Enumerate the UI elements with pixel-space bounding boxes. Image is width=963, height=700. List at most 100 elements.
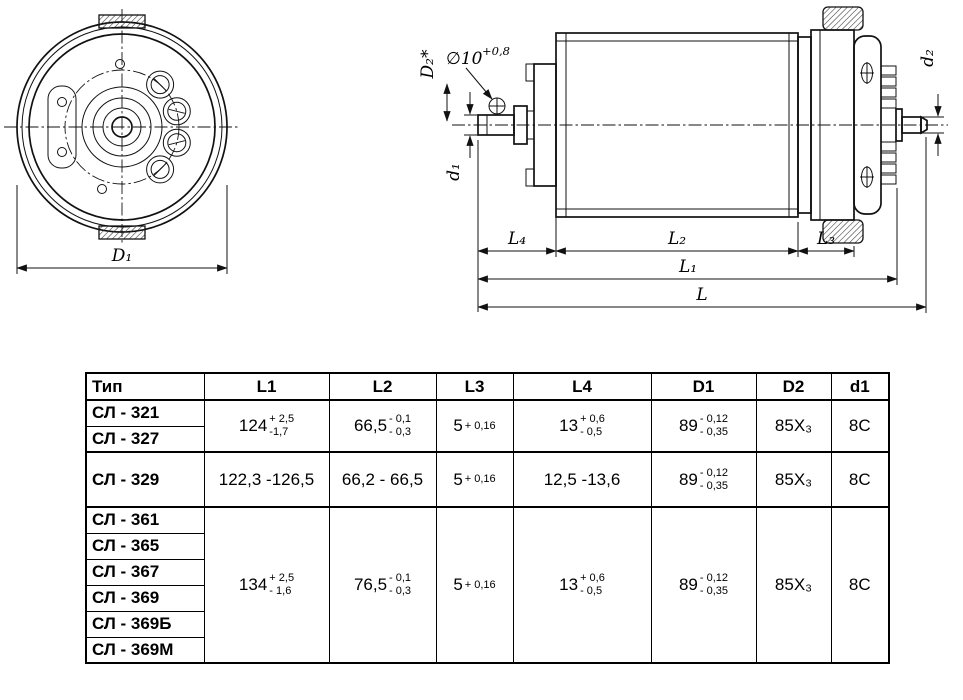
dim-d1-shaft: d₁ bbox=[444, 92, 479, 181]
value-base: 8С bbox=[848, 575, 871, 594]
terminal-comb bbox=[880, 65, 897, 185]
col-header-l4: L4 bbox=[512, 372, 652, 401]
cell-g1-l3: 5+ 0,16 bbox=[435, 451, 514, 508]
table-header-row: Тип L1 L2 L3 L4 D1 D2 d1 bbox=[85, 372, 890, 401]
cell-g0-l1: 124+ 2,5-1,7 bbox=[203, 399, 330, 453]
front-d1-label: D₁ bbox=[111, 246, 132, 266]
cell-g0-d2: 85Х₃ bbox=[755, 399, 832, 453]
value-sup: + 0,6 bbox=[580, 413, 605, 426]
cell-g2-d1: 89- 0,12- 0,35 bbox=[650, 506, 757, 664]
value-sub: - 0,5 bbox=[580, 585, 603, 597]
front-view: D₁ bbox=[4, 9, 240, 274]
value-sub: - 0,35 bbox=[699, 426, 729, 438]
cell-g1-d2: 85Х₃ bbox=[755, 451, 832, 508]
value-base: 122,3 -126,5 bbox=[218, 469, 315, 489]
cell-g2-l3: 5+ 0,16 bbox=[435, 506, 514, 664]
dimension-annotations: ∅10 +0,8 D₂* d₁ d₂ bbox=[418, 44, 944, 313]
value-base: 13 bbox=[559, 416, 579, 435]
cell-g1-l1: 122,3 -126,5 bbox=[203, 451, 330, 508]
col-header-d2: D2 bbox=[755, 372, 832, 401]
rear-shaft-stub bbox=[895, 108, 928, 142]
col-header-type: Тип bbox=[85, 372, 205, 401]
knurled-nut-top bbox=[822, 6, 864, 31]
col-header-d1: D1 bbox=[650, 372, 757, 401]
datum-target bbox=[488, 97, 506, 115]
type-cell: СЛ - 365 bbox=[85, 532, 205, 560]
table-row: СЛ - 321 124+ 2,5-1,7 66,5- 0,1- 0,3 5+ … bbox=[85, 399, 890, 453]
table-row: СЛ - 369М bbox=[85, 636, 889, 664]
cell-g2-l1: 134+ 2,5- 1,6 bbox=[203, 506, 330, 664]
value-base: 66,2 - 66,5 bbox=[341, 469, 424, 489]
value-sup: - 0,1 bbox=[389, 413, 412, 426]
l4-label: L₄ bbox=[507, 229, 526, 249]
value-sup: - 0,12 bbox=[699, 572, 729, 585]
screw bbox=[115, 59, 125, 69]
type-cell: СЛ - 321 bbox=[85, 399, 205, 427]
center-hub bbox=[81, 86, 163, 168]
brush-cap bbox=[146, 70, 175, 99]
value-sup: - 0,12 bbox=[699, 413, 729, 426]
cell-g0-l4: 13+ 0,6- 0,5 bbox=[512, 399, 652, 453]
cell-g1-l2: 66,2 - 66,5 bbox=[328, 451, 437, 508]
l2-label: L₂ bbox=[667, 229, 686, 249]
value-sub: - 0,5 bbox=[580, 426, 603, 438]
dia-callout-label: ∅10 bbox=[446, 49, 483, 69]
table-row: СЛ - 329 122,3 -126,5 66,2 - 66,5 5+ 0,1… bbox=[85, 451, 890, 508]
value-base: 66,5 bbox=[353, 416, 388, 435]
value-sup: - 0,12 bbox=[699, 466, 729, 479]
value-base: 13 bbox=[559, 575, 579, 594]
value-base: 89 bbox=[678, 416, 698, 435]
cell-g0-l2: 66,5- 0,1- 0,3 bbox=[328, 399, 437, 453]
cell-g2-d2: 85Х₃ bbox=[755, 506, 832, 664]
length-dimension-chain: L₄ L₂ L₃ L₁ L bbox=[477, 137, 927, 313]
value-sub: - 0,3 bbox=[389, 585, 412, 597]
d2-star-label: D₂* bbox=[418, 49, 438, 79]
mounting-plate bbox=[47, 85, 77, 169]
cell-g1-d1: 89- 0,12- 0,35 bbox=[650, 451, 757, 508]
value-sup: + 0,16 bbox=[464, 419, 496, 432]
value-base: 134 bbox=[238, 575, 268, 594]
type-cell: СЛ - 327 bbox=[85, 425, 205, 453]
type-cell: СЛ - 369Б bbox=[85, 610, 205, 638]
value-base: 5 bbox=[453, 469, 463, 489]
l1-label: L₁ bbox=[678, 257, 697, 277]
value-sup: + 0,6 bbox=[580, 572, 605, 585]
table-row: СЛ - 369Б bbox=[85, 610, 889, 638]
bolt-circle bbox=[64, 69, 180, 185]
cell-g0-l3: 5+ 0,16 bbox=[435, 399, 514, 453]
table-row: СЛ - 365 bbox=[85, 532, 889, 560]
knurled-nut-bottom bbox=[822, 219, 864, 244]
dia-callout-tolerance: +0,8 bbox=[482, 44, 510, 58]
dim-d2-star: D₂* bbox=[418, 49, 451, 122]
side-view bbox=[452, 6, 948, 244]
cell-g2-l4: 13+ 0,6- 0,5 bbox=[512, 506, 652, 664]
l3-label: L₃ bbox=[816, 229, 835, 249]
l-label: L bbox=[695, 285, 707, 305]
value-base: 76,5 bbox=[353, 575, 388, 594]
value-base: 89 bbox=[678, 575, 698, 594]
cell-g0-d1: 89- 0,12- 0,35 bbox=[650, 399, 757, 453]
value-base: 124 bbox=[238, 416, 268, 435]
dimension-table-wrap: Тип L1 L2 L3 L4 D1 D2 d1 СЛ - 321 124+ 2… bbox=[85, 372, 890, 664]
knurled-pad-bottom bbox=[98, 225, 146, 240]
type-cell: СЛ - 369М bbox=[85, 636, 205, 664]
value-sub: - 0,3 bbox=[389, 426, 412, 438]
col-header-l1: L1 bbox=[203, 372, 330, 401]
value-sup: + 2,5 bbox=[269, 572, 295, 585]
value-sub: - 0,35 bbox=[699, 585, 729, 597]
brush-cap bbox=[162, 128, 191, 157]
screw bbox=[97, 184, 107, 194]
cell-g1-l4: 12,5 -13,6 bbox=[512, 451, 652, 508]
col-header-d1-small: d1 bbox=[830, 372, 890, 401]
d2-stub-label: d₂ bbox=[918, 49, 938, 67]
type-cell: СЛ - 367 bbox=[85, 558, 205, 586]
d1-shaft-label: d₁ bbox=[444, 163, 464, 181]
value-base: 5 bbox=[453, 575, 463, 594]
type-cell: СЛ - 329 bbox=[85, 451, 205, 508]
value-base: 85Х₃ bbox=[774, 575, 813, 594]
dimension-table: Тип L1 L2 L3 L4 D1 D2 d1 СЛ - 321 124+ 2… bbox=[85, 372, 890, 664]
value-base: 5 bbox=[453, 416, 463, 435]
rear-end-assembly bbox=[797, 6, 897, 244]
value-sup: + 0,16 bbox=[464, 473, 496, 486]
